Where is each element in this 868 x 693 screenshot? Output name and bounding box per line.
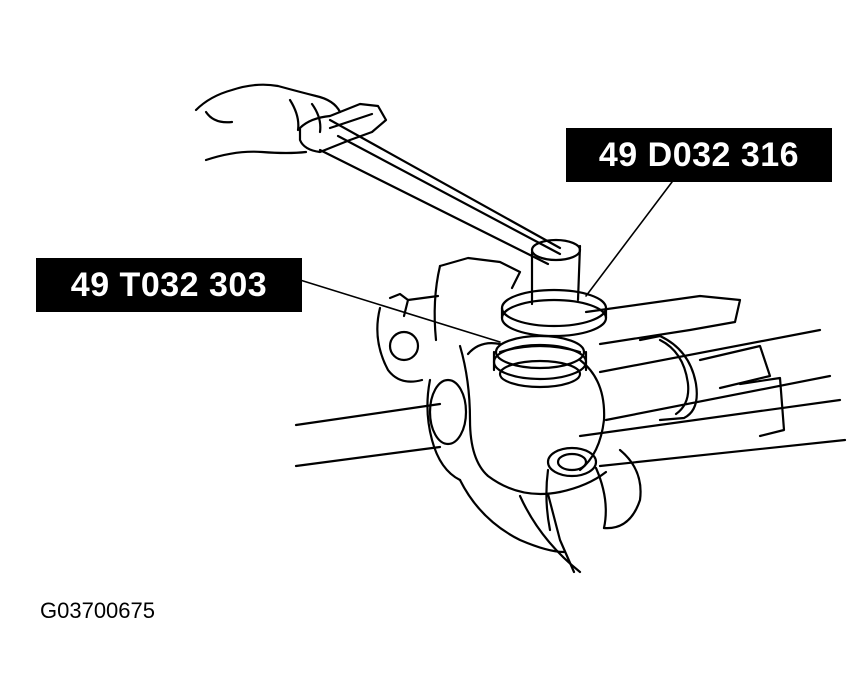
leader-line-lower xyxy=(299,279,501,343)
leader-lines xyxy=(299,181,673,343)
housing-bracket xyxy=(584,294,786,438)
socket-flange-tool xyxy=(500,238,608,338)
lower-boss xyxy=(458,446,642,574)
callout-upper-tool: 49 D032 316 xyxy=(566,128,832,182)
rack-housing-tube xyxy=(294,328,847,468)
leader-line-upper xyxy=(585,181,673,297)
torque-wrench xyxy=(298,102,562,266)
locknut-wrench-ring xyxy=(492,334,588,389)
gear-housing-body xyxy=(376,256,608,496)
figure-code: G03700675 xyxy=(40,598,155,623)
callout-lower-tool: 49 T032 303 xyxy=(36,258,302,312)
hand-outline xyxy=(194,83,342,162)
